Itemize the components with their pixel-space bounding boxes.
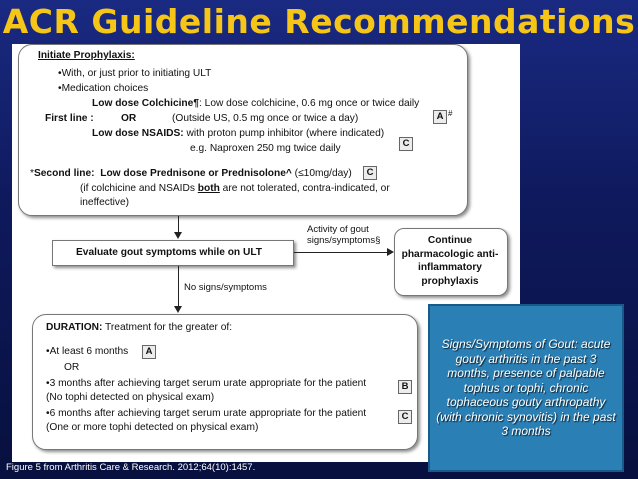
naproxen-text: e.g. Naproxen 250 mg twice daily (190, 143, 341, 154)
grade-first-mark: # (448, 109, 453, 118)
prednisone-note-b: are not tolerated, contra-indicated, or (219, 183, 390, 194)
prednisone-note-a: (if colchicine and NSAIDs (80, 183, 198, 194)
nsaids-text: with proton pump inhibitor (where indica… (183, 128, 385, 139)
grade-badge-nsaids: C (399, 137, 413, 151)
second-line-label: Second line: (33, 168, 95, 179)
colchicine-us-text: (Outside US, 0.5 mg once or twice a day) (172, 113, 359, 124)
slide-title: ACR Guideline Recommendations (2, 2, 636, 41)
duration-text: Treatment for the greater of: (102, 322, 233, 333)
duration-or: OR (64, 362, 80, 373)
duration-item-3: •6 months after achieving target serum u… (46, 408, 367, 419)
duration-item-2-note: (No tophi detected on physical exam) (46, 392, 215, 403)
grade-badge-duration-3: C (398, 410, 412, 424)
duration-box (32, 314, 418, 450)
grade-badge-duration-1: A (142, 345, 156, 359)
prophylaxis-box (18, 44, 468, 216)
activity-label: Activity of gout signs/symptoms§ (307, 224, 381, 246)
arrow-down-2 (174, 306, 182, 313)
flowchart-figure: Initiate Prophylaxis: •With, or just pri… (12, 44, 520, 462)
prednisone-label: Low dose Prednisone or Prednisolone^ (100, 168, 292, 179)
bullet-med-choices: •Medication choices (58, 83, 149, 94)
nsaids-line: Low dose NSAIDS: with proton pump inhibi… (92, 128, 384, 140)
figure-caption: Figure 5 from Arthritis Care & Research.… (6, 462, 256, 473)
connector-bottom (178, 266, 179, 308)
prednisone-note-both: both (197, 183, 220, 194)
prophylaxis-heading: Initiate Prophylaxis: (38, 50, 135, 61)
prednisone-note-1: (if colchicine and NSAIDs both are not t… (80, 183, 390, 195)
or-label: OR (121, 113, 137, 124)
duration-item-2: •3 months after achieving target serum u… (46, 378, 367, 389)
connector-continue (294, 252, 388, 253)
evaluate-box (52, 240, 294, 266)
colchicine-label: Low dose Colchicine¶ (92, 98, 199, 109)
second-line: *Second line: Low dose Prednisone or Pre… (30, 168, 352, 180)
continue-box (394, 228, 508, 296)
no-signs-label: No signs/symptoms (184, 282, 267, 293)
grade-badge-first: A (433, 110, 447, 124)
arrow-down-1 (174, 232, 182, 239)
nsaids-label: Low dose NSAIDS: (92, 128, 184, 139)
second-line-prefix: * (30, 168, 34, 179)
prednisone-text: (≤10mg/day) (291, 168, 352, 179)
grade-badge-duration-2: B (398, 380, 412, 394)
duration-label: DURATION: (46, 322, 103, 333)
connector-top (178, 216, 179, 234)
arrow-right-1 (387, 248, 394, 256)
colchicine-line: Low dose Colchicine¶: Low dose colchicin… (92, 98, 419, 110)
duration-item-3-note: (One or more tophi detected on physical … (46, 422, 259, 433)
grade-badge-second: C (363, 166, 377, 180)
duration-heading: DURATION: Treatment for the greater of: (46, 322, 232, 334)
callout-text: Signs/Symptoms of Gout: acute gouty arth… (436, 337, 616, 439)
first-line-label: First line : (45, 113, 94, 124)
bullet-ult: •With, or just prior to initiating ULT (58, 68, 212, 79)
evaluate-text: Evaluate gout symptoms while on ULT (76, 247, 263, 258)
prednisone-note-2: ineffective) (80, 197, 130, 208)
continue-text: Continue pharmacologic anti-inflammatory… (401, 235, 499, 287)
duration-item-1: •At least 6 months (46, 346, 129, 357)
signs-symptoms-callout: Signs/Symptoms of Gout: acute gouty arth… (428, 304, 624, 472)
colchicine-text: : Low dose colchicine, 0.6 mg once or tw… (199, 98, 420, 109)
